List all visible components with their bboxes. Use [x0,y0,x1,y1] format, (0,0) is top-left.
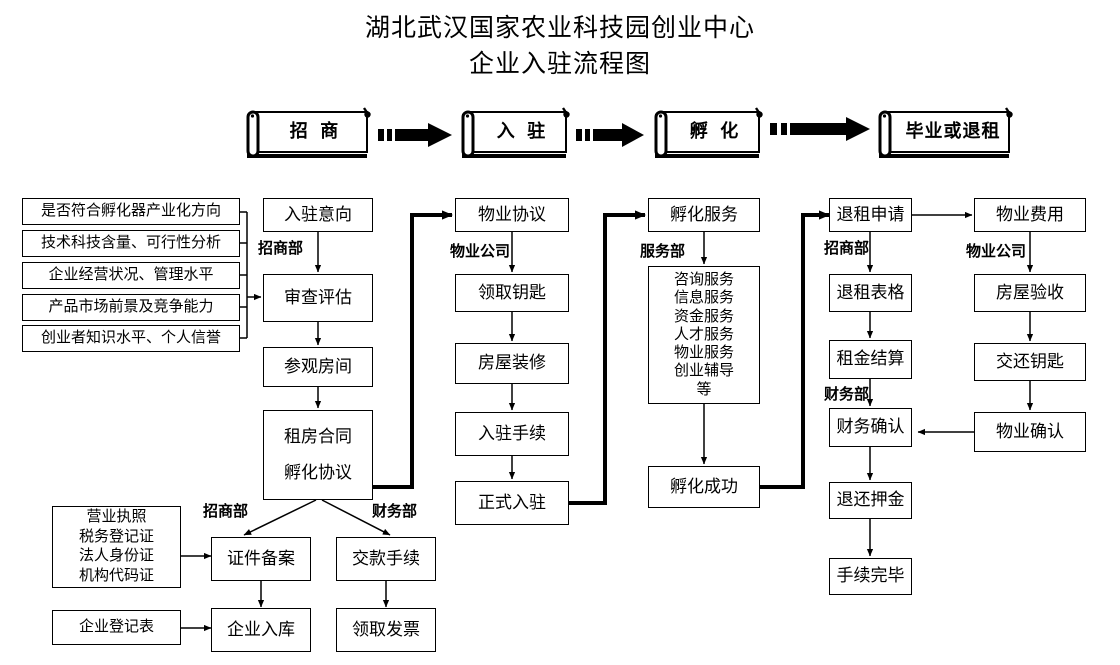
phase-banner-biye[interactable]: 毕业或退租 [872,106,1016,162]
step-zufang-hetong[interactable]: 租房合同 孵化协议 [263,410,373,500]
step-zhengjian-beian[interactable]: 证件备案 [211,537,311,581]
phase-label: 孵 化 [689,121,743,141]
step-jiaohuan-yaoshi[interactable]: 交还钥匙 [974,343,1086,381]
step-lingqu-fapiao[interactable]: 领取发票 [336,608,436,652]
step-qiye-ruku[interactable]: 企业入库 [211,608,311,652]
step-shencha-pinggu[interactable]: 审查评估 [263,274,373,322]
phase-label: 招 商 [289,121,343,141]
documents-box[interactable]: 营业执照 税务登记证 法人身份证 机构代码证 [52,506,181,588]
step-ruzhu-shouxu[interactable]: 入驻手续 [455,412,569,456]
step-fuhua-fuwu[interactable]: 孵化服务 [648,198,760,232]
page-title-line2: 企业入驻流程图 [468,51,651,78]
criteria-box-3[interactable]: 企业经营状况、管理水平 [22,262,240,289]
dept-label-zhaoshang-bottom: 招商部 [203,503,249,520]
phase-banner-zhaoshang[interactable]: 招 商 [240,106,374,162]
step-caiwu-queren[interactable]: 财务确认 [829,408,912,447]
step-fuhua-chenggong[interactable]: 孵化成功 [648,466,760,508]
scroll-shape [461,107,570,158]
step-tuizu-shenqing[interactable]: 退租申请 [829,198,912,232]
dept-label-wuye-gongsi: 物业公司 [450,243,511,260]
block-arrow-3 [770,117,870,141]
dept-label-zhaoshang-exit: 招商部 [824,240,870,257]
step-wuye-feiyong[interactable]: 物业费用 [974,198,1086,232]
step-zhengshi-ruzhu[interactable]: 正式入驻 [455,481,569,525]
phase-banner-ruzhu[interactable]: 入 驻 [455,106,573,162]
block-arrow-2 [576,123,644,147]
criteria-box-1[interactable]: 是否符合孵化器产业化方向 [22,198,240,225]
step-lingqu-yaoshi[interactable]: 领取钥匙 [455,274,569,312]
scroll-shape [878,107,1013,158]
criteria-box-5[interactable]: 创业者知识水平、个人信誉 [22,325,240,352]
block-arrow-1 [378,123,452,147]
dept-label-caiwu-bu-exit: 财务部 [824,386,870,403]
step-canguan-fangjian[interactable]: 参观房间 [263,347,373,387]
step-wuye-xieyi[interactable]: 物业协议 [455,198,569,232]
step-tuizu-biaoge[interactable]: 退租表格 [829,274,912,312]
scroll-shape [654,107,763,158]
dept-label-zhaoshang-top: 招商部 [258,240,304,257]
services-list-box[interactable]: 咨询服务 信息服务 资金服务 人才服务 物业服务 创业辅导 等 [648,266,760,404]
phase-label: 毕业或退租 [905,121,1001,141]
step-tuihuan-yajin[interactable]: 退还押金 [829,482,912,519]
page-title-line1: 湖北武汉国家农业科技园创业中心 [364,15,755,42]
step-zujin-jiesuan[interactable]: 租金结算 [829,340,912,379]
dept-label-fuwu-bu: 服务部 [640,243,686,260]
step-ruzhu-yixiang[interactable]: 入驻意向 [263,198,373,232]
step-wuye-queren[interactable]: 物业确认 [974,412,1086,452]
criteria-box-4[interactable]: 产品市场前景及竞争能力 [22,294,240,321]
step-fangwu-yanshou[interactable]: 房屋验收 [974,274,1086,312]
phase-banner-fuhua[interactable]: 孵 化 [648,106,766,162]
dept-label-wuye-gongsi-exit: 物业公司 [966,243,1027,260]
dept-label-caiwu-bottom: 财务部 [372,503,418,520]
step-jiaokuan-shouxu[interactable]: 交款手续 [336,537,436,581]
criteria-box-2[interactable]: 技术科技含量、可行性分析 [22,230,240,257]
step-shouxu-wanbi[interactable]: 手续完毕 [829,558,912,595]
scroll-shape [246,107,371,158]
step-fangwu-zhuangxiu[interactable]: 房屋装修 [455,343,569,384]
phase-label: 入 驻 [496,121,550,141]
registration-form-box[interactable]: 企业登记表 [52,610,181,645]
